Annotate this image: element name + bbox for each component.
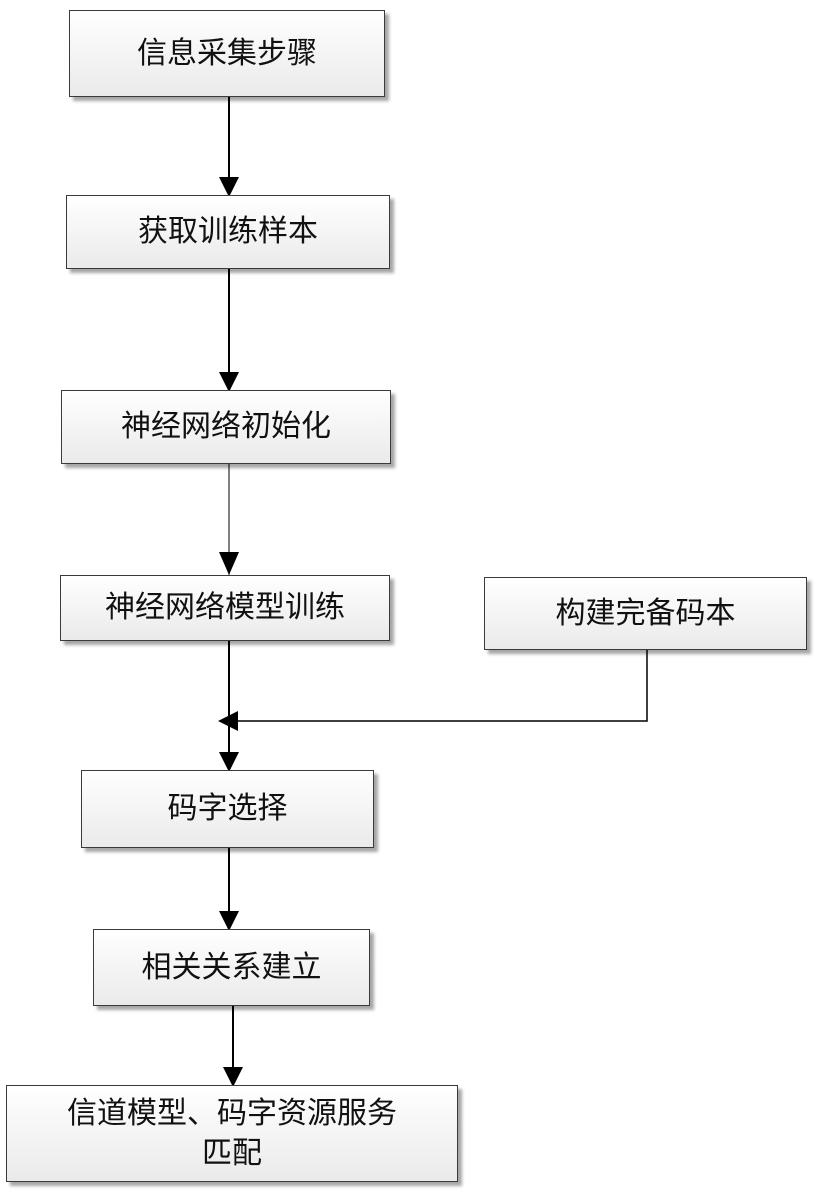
step-correlation-setup: 相关关系建立: [93, 929, 370, 1006]
step-nn-init: 神经网络初始化: [61, 390, 391, 464]
step-info-collection: 信息采集步骤: [69, 10, 385, 97]
step-channel-matching: 信道模型、码字资源服务 匹配: [6, 1085, 458, 1182]
step-codeword-selection: 码字选择: [81, 770, 374, 848]
step-nn-training-label: 神经网络模型训练: [105, 588, 345, 628]
step-codeword-selection-label: 码字选择: [168, 789, 288, 829]
step-nn-init-label: 神经网络初始化: [121, 407, 331, 447]
step-build-codebook-label: 构建完备码本: [556, 594, 736, 634]
arrow-codebook-to-select: [220, 650, 647, 721]
step-build-codebook: 构建完备码本: [484, 577, 807, 650]
arrowhead-init-to-training: [219, 552, 239, 575]
step-info-collection-label: 信息采集步骤: [137, 34, 317, 74]
step-channel-matching-label-line2: 匹配: [202, 1134, 262, 1174]
step-correlation-setup-label: 相关关系建立: [142, 948, 322, 988]
step-get-training-samples: 获取训练样本: [66, 195, 390, 269]
step-channel-matching-label-line1: 信道模型、码字资源服务: [67, 1094, 397, 1134]
step-nn-training: 神经网络模型训练: [60, 575, 390, 641]
step-get-training-samples-label: 获取训练样本: [138, 212, 318, 252]
